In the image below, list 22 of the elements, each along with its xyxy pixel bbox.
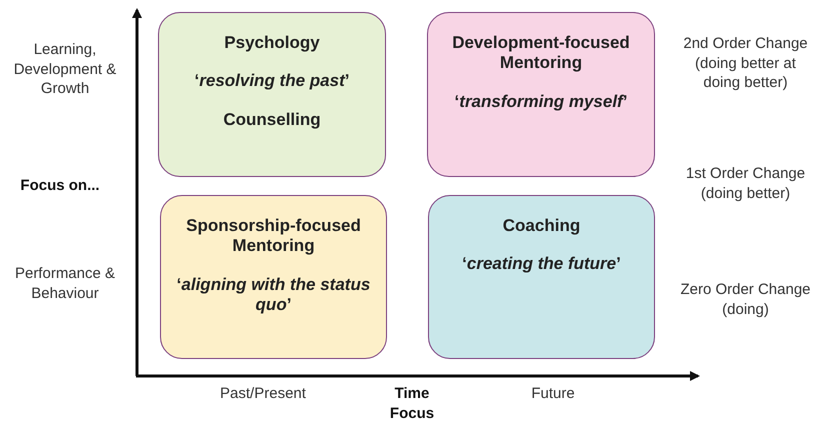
quadrant-box [428,195,655,359]
quadrant-text: ‘transforming myself’ [454,92,628,112]
axis-label: Past/Present [219,384,307,404]
axis-label: Future [530,384,576,404]
quadrant-text: ‘creating the future’ [462,254,621,275]
quadrant-box [158,12,386,177]
axis-label: Performance & Behaviour [14,264,116,303]
axis-label: 1st Order Change (doing better) [684,164,806,203]
quadrant-heading: Psychology [224,33,320,54]
quadrant-text: Counselling [223,110,321,130]
axis-label: Zero Order Change (doing) [679,280,812,319]
quadrant-box [160,195,387,359]
axis-label: 2nd Order Change (doing better at doing better) [682,34,809,92]
quadrant-text: ‘resolving the past’ [194,71,350,92]
axis-title: Time Focus [388,384,436,421]
quadrant-box [427,12,655,177]
quadrant-text: ‘aligning with the status quo’ [176,274,372,316]
quadrant-heading: Development-focused Mentoring [451,33,631,74]
quadrant-heading: Coaching [502,216,580,236]
axis-label: Learning, Development & Growth [12,40,118,98]
quadrant-heading: Sponsorship-focused Mentoring [185,216,362,257]
axis-title: Focus on... [19,176,101,196]
